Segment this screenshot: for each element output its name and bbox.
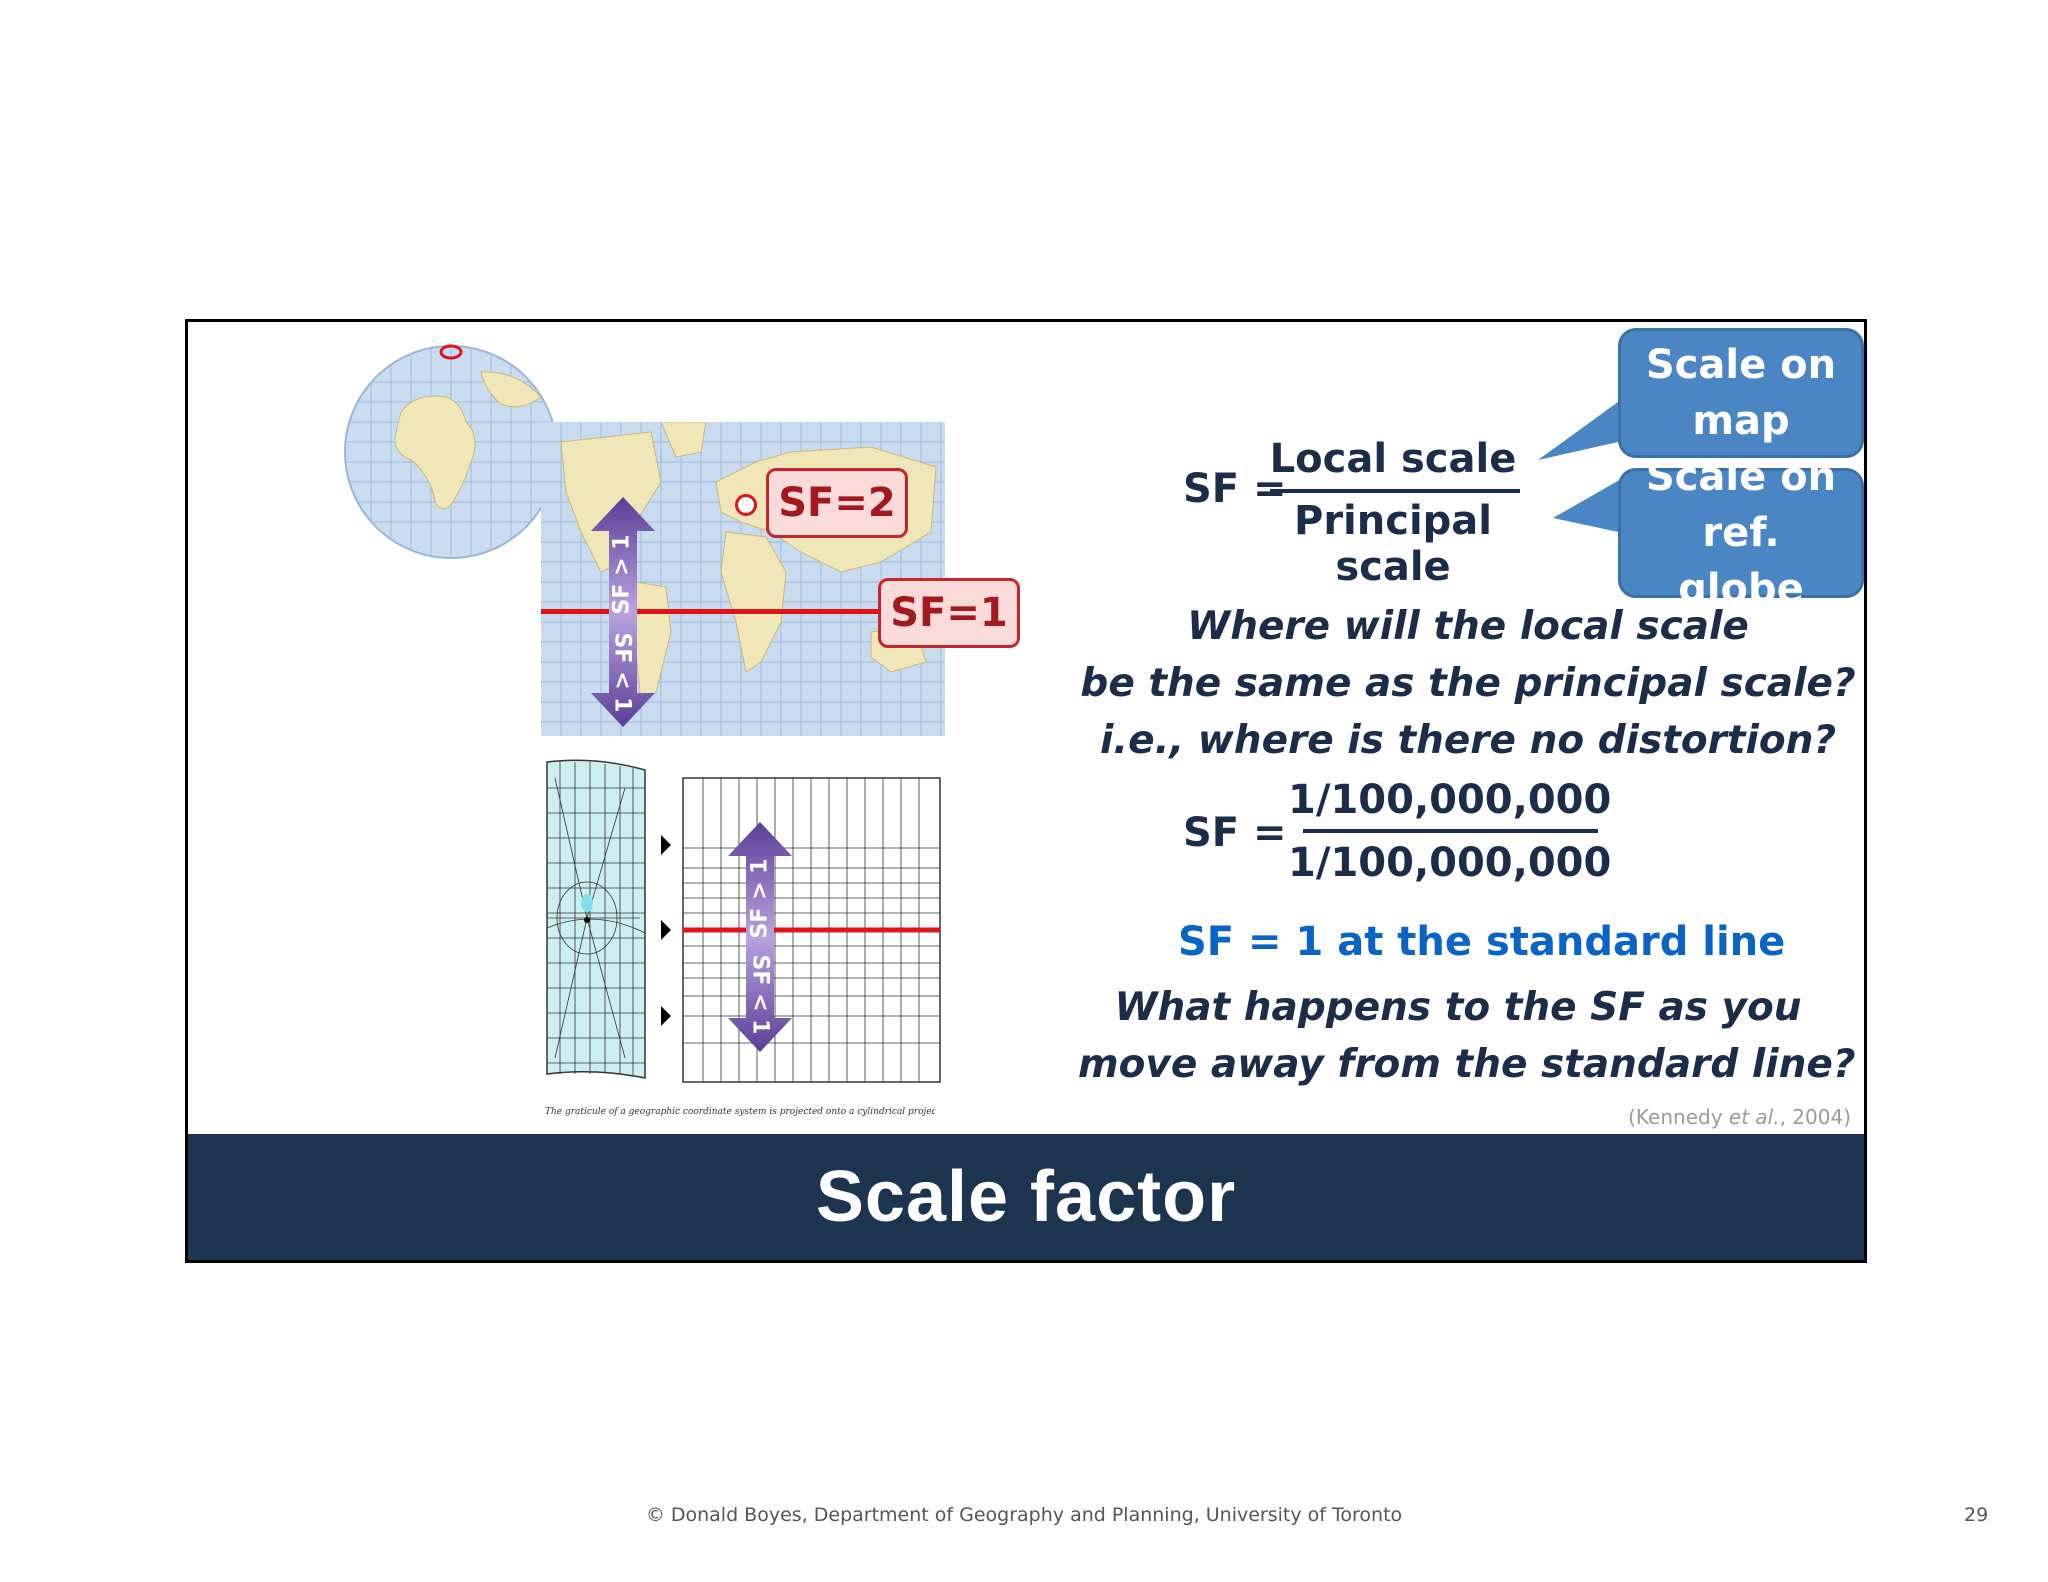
question1-line1: Where will the local scale (1187, 604, 1749, 649)
standard-line-statement: SF = 1 at the standard line (1178, 919, 1786, 965)
callout-scale-on-globe: Scale on ref. globe (1618, 454, 1864, 612)
formula1-lhs: SF = (1183, 466, 1287, 512)
formula1-fraction-bar (1270, 489, 1520, 493)
arrow-label-up-map: SF > 1 (609, 534, 635, 615)
callout-globe-pointer (1553, 478, 1623, 533)
citation-post: , 2004) (1779, 1105, 1851, 1129)
sf2-label: SF=2 (766, 468, 908, 538)
arrow-label-up-cylinder: SF > 1 (747, 858, 773, 939)
sf1-label: SF=1 (878, 578, 1020, 648)
formula1-numerator: Local scale (1269, 436, 1517, 482)
question2-line1: What happens to the SF as you (1114, 985, 1802, 1030)
citation-pre: (Kennedy (1628, 1105, 1729, 1129)
double-arrow-cylinder (728, 822, 792, 1052)
callout-scale-on-map: Scale on map (1618, 328, 1864, 458)
globe-figure (344, 344, 558, 559)
question2-line2: move away from the standard line? (1078, 1042, 1856, 1087)
arrow-label-down-cylinder: SF < 1 (747, 954, 773, 1035)
arrow-label-down-map: SF < 1 (609, 632, 635, 713)
citation-italic: et al. (1728, 1105, 1780, 1129)
page-number: 29 (1964, 1504, 1989, 1526)
double-arrow-map (591, 497, 655, 727)
sf2-marker-circle (735, 494, 757, 516)
formula1-denominator: Principal scale (1294, 498, 1492, 590)
question1-line2: be the same as the principal scale? (1080, 661, 1856, 706)
standard-line-map (541, 609, 889, 614)
slide: SF > 1 SF < 1 SF > 1 SF < 1 SF=2 SF=1 Th… (185, 319, 1867, 1263)
cylinder-projection-figure (546, 759, 941, 1083)
citation: (Kennedy et al., 2004) (1628, 1105, 1851, 1129)
title-bar: Scale factor (188, 1134, 1864, 1260)
formula2-lhs: SF = (1183, 810, 1287, 856)
callout-map-pointer (1538, 402, 1618, 460)
question1-line3: i.e., where is there no distortion? (1099, 718, 1837, 763)
callout-scale-on-map-text: Scale on map (1645, 342, 1837, 444)
callout-scale-on-globe-text: Scale on ref. globe (1645, 454, 1837, 612)
formula2-fraction-bar (1303, 829, 1598, 833)
slide-title: Scale factor (815, 1157, 1237, 1237)
formula2-denominator: 1/100,000,000 (1288, 840, 1612, 886)
figure-caption: The graticule of a geographic coordinate… (545, 1107, 935, 1117)
formula2-numerator: 1/100,000,000 (1288, 777, 1612, 823)
footer-copyright: © Donald Boyes, Department of Geography … (645, 1504, 1403, 1526)
